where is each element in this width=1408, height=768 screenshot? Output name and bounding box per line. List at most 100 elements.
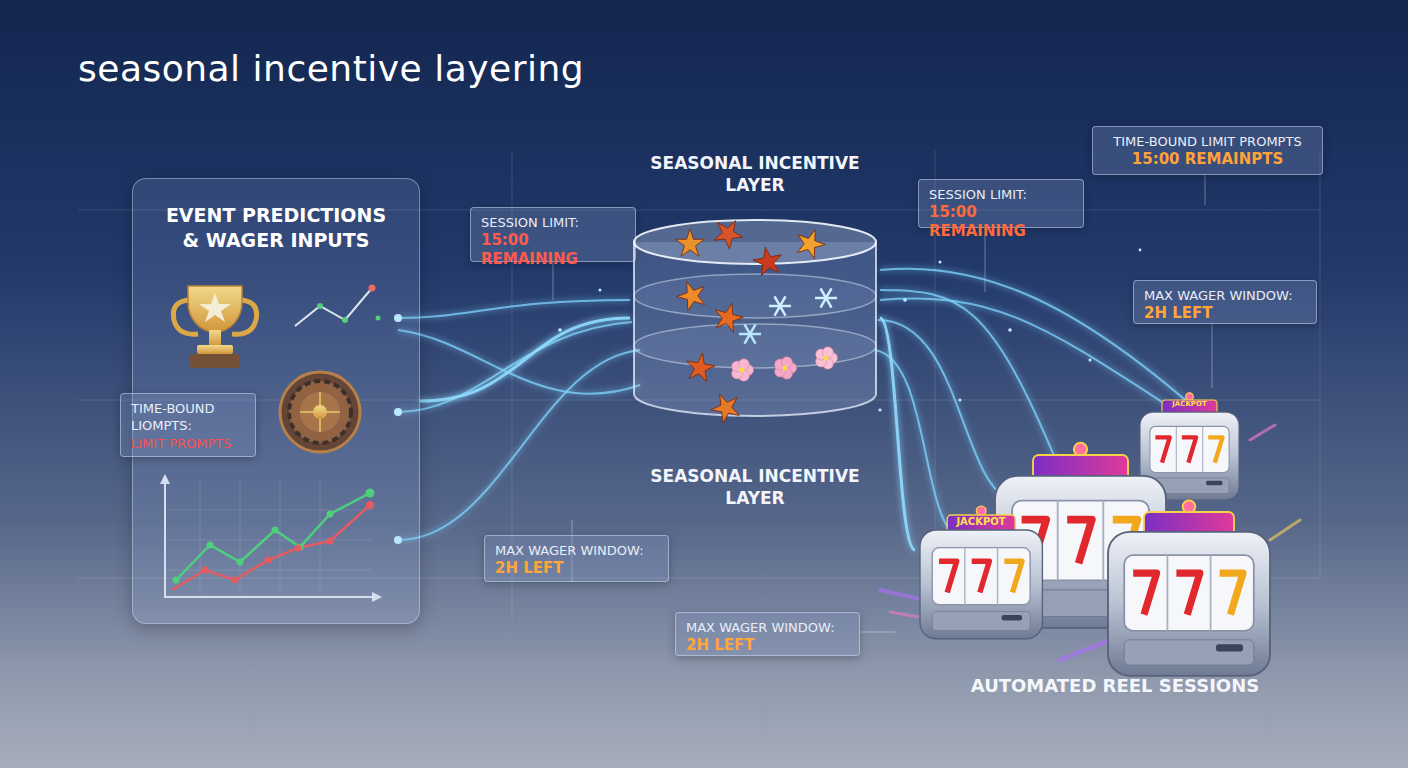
limit-callout: MAX WAGER WINDOW:2H LEFT [675, 612, 860, 656]
limit-callout: MAX WAGER WINDOW:2H LEFT [1133, 280, 1317, 324]
snowflake-arm [745, 324, 756, 343]
leaf-shape [751, 244, 784, 276]
limit-callout: MAX WAGER WINDOW:2H LEFT [484, 535, 669, 582]
leader-lines [860, 632, 895, 633]
flow-connector [420, 318, 630, 401]
season-symbol [732, 359, 754, 381]
sign-text: JACKPOT [947, 516, 1015, 527]
reel-group: AUTOMATED REEL SESSIONS [915, 395, 1315, 705]
node-value: 2H LEFT [1144, 304, 1306, 323]
diagram-title: seasonal incentive layering [78, 48, 584, 89]
blossom-center [740, 368, 745, 373]
season-symbol [751, 244, 784, 276]
motion-streaks [1270, 520, 1300, 540]
limit-callout: TIME-BOUND LIMIT PROMPTS15:00 REMAINPTS [1092, 126, 1323, 175]
leaf-shape [792, 225, 829, 261]
node-heading: MAX WAGER WINDOW: [1144, 287, 1306, 304]
grid-lines [1320, 150, 1321, 578]
node-value: SEASONAL INCENTIVE LAYER [645, 465, 865, 509]
blossom-petal [781, 357, 792, 368]
slot-machine [920, 506, 1042, 639]
season-symbol [673, 277, 710, 313]
season-symbol [684, 350, 717, 382]
node-value: LIMIT PROMPTS [131, 434, 245, 453]
season-symbol [676, 229, 705, 257]
season-symbol [775, 357, 797, 379]
snowflake-arm [821, 288, 832, 307]
node-value: 2H LEFT [686, 636, 849, 655]
cylinder-layer [634, 324, 876, 368]
cylinder-top [634, 220, 876, 264]
flow-connector [880, 318, 915, 550]
season-symbol [739, 324, 761, 343]
blossom-center [824, 356, 829, 361]
leaf-shape [684, 350, 717, 382]
slot-machine [1108, 500, 1270, 676]
sign-text: JACKPOT [1162, 400, 1217, 408]
node-heading: MAX WAGER WINDOW: [495, 542, 658, 559]
leader-lines [1212, 324, 1213, 388]
leader-lines [1205, 175, 1206, 205]
motion-streaks [880, 590, 925, 600]
flow-streams [878, 320, 1010, 500]
incentive-cylinder: SEASONAL INCENTIVE LAYERSEASONAL INCENTI… [630, 218, 880, 418]
flow-streams [398, 350, 640, 540]
flow-dots [939, 261, 942, 264]
leaf-shape [673, 277, 710, 313]
node-heading: TIME-BOUND LIMIT PROMPTS [1103, 133, 1312, 150]
node-heading: AUTOMATED REEL SESSIONS [915, 675, 1315, 696]
season-symbol [711, 300, 746, 334]
node-heading: EVENT PREDICTIONS & WAGER INPUTS [133, 203, 419, 253]
flow-dots [558, 328, 562, 332]
node-heading: TIME-BOUND LIOMPTS: [131, 400, 245, 434]
node-heading: SEASONAL INCENTIVE LAYER [645, 152, 865, 196]
node-value: 2H LEFT [495, 559, 658, 578]
leaf-shape [706, 388, 744, 425]
blossom-petal [738, 359, 749, 370]
limit-callout: TIME-BOUND LIOMPTS:LIMIT PROMPTS [120, 393, 256, 457]
limit-callout: SESSION LIMIT:15:00 REMAINING [470, 207, 636, 262]
season-symbol [792, 225, 829, 261]
node-heading: MAX WAGER WINDOW: [686, 619, 849, 636]
season-symbol [769, 296, 791, 315]
flow-streams [398, 300, 630, 318]
snowflake-arm [775, 296, 786, 315]
leaf-shape [711, 300, 746, 334]
flow-dots [1139, 249, 1142, 252]
motion-streaks [1060, 640, 1110, 660]
flow-dots [903, 298, 907, 302]
flow-dots [599, 289, 602, 292]
cylinder-body [634, 242, 876, 416]
season-symbol [816, 347, 838, 369]
node-value: 15:00 REMAINPTS [1103, 150, 1312, 169]
node-heading: SESSION LIMIT: [481, 214, 625, 231]
snowflake-arm [821, 288, 832, 307]
limit-callout: SESSION LIMIT:15:00 REMAINING [918, 179, 1084, 228]
snowflake-arm [745, 324, 756, 343]
flow-dots [959, 399, 962, 402]
flow-dots [1089, 359, 1092, 362]
node-heading: SESSION LIMIT: [929, 186, 1073, 203]
motion-streaks [1250, 425, 1275, 440]
blossom-petal [822, 347, 833, 358]
cylinder-layer [634, 274, 876, 318]
leaf-shape [709, 214, 748, 252]
season-symbol [706, 388, 744, 425]
flow-dots [1008, 328, 1012, 332]
title-underline [78, 102, 632, 104]
snowflake-arm [775, 296, 786, 315]
season-symbol [815, 288, 837, 307]
leaf-shape [676, 229, 705, 257]
blossom-center [783, 366, 788, 371]
cylinder-outline [630, 218, 880, 418]
flow-dots [878, 408, 881, 411]
flow-streams [875, 350, 960, 540]
node-value: 15:00 REMAINING [481, 231, 625, 269]
flow-streams [398, 330, 640, 394]
node-value: 15:00 REMAINING [929, 203, 1073, 241]
flow-streams [880, 290, 1060, 470]
season-symbol [709, 214, 748, 252]
